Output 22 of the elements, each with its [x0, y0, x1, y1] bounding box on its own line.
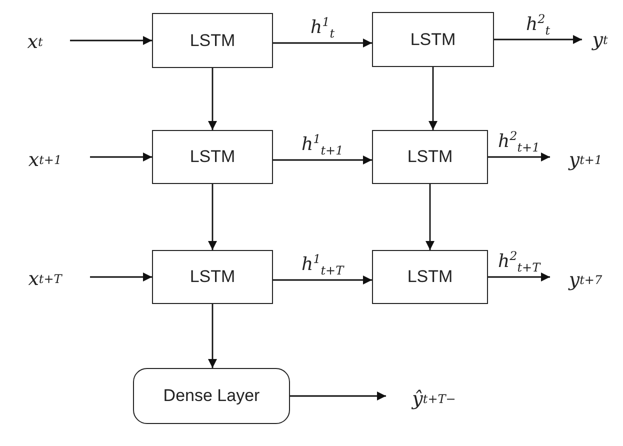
- arrow: [494, 35, 582, 44]
- lstm-box: LSTM: [152, 130, 273, 184]
- arrow: [488, 152, 550, 162]
- arrow: [90, 152, 152, 162]
- arrow: [208, 304, 217, 368]
- arrow: [273, 276, 372, 284]
- arrow: [488, 272, 550, 282]
- lstm-box: LSTM: [372, 130, 488, 184]
- arrow: [273, 156, 372, 164]
- dense-layer-box: Dense Layer: [133, 368, 290, 424]
- arrow: [90, 272, 152, 282]
- lstm-box: LSTM: [372, 12, 494, 67]
- arrow: [426, 184, 434, 250]
- arrow: [208, 184, 217, 250]
- arrow: [290, 392, 386, 400]
- lstm-box: LSTM: [152, 250, 273, 304]
- arrow: [70, 36, 152, 45]
- arrow: [273, 38, 372, 48]
- lstm-box: LSTM: [152, 13, 273, 68]
- arrow: [428, 67, 438, 130]
- lstm-box: LSTM: [372, 250, 488, 304]
- arrow: [208, 68, 217, 130]
